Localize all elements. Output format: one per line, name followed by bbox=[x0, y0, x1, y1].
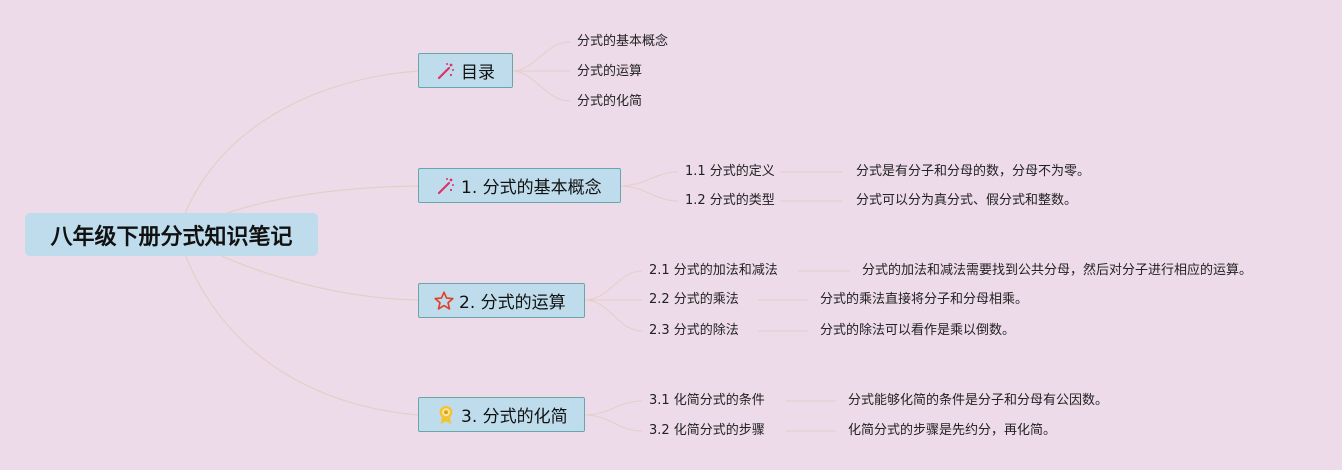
detail-text[interactable]: 分式的除法可以看作是乘以倒数。 bbox=[820, 323, 1016, 338]
topic-simplification[interactable]: 3. 分式的化简 bbox=[418, 397, 585, 432]
topic-contents[interactable]: 目录 bbox=[418, 53, 513, 88]
detail-text[interactable]: 分式的乘法直接将分子和分母相乘。 bbox=[820, 292, 1029, 307]
root-topic[interactable]: 八年级下册分式知识笔记 bbox=[25, 213, 318, 256]
subtopic[interactable]: 3.1 化简分式的条件 bbox=[649, 393, 765, 408]
topic-label: 目录 bbox=[461, 63, 495, 83]
topic-operations[interactable]: 2. 分式的运算 bbox=[418, 283, 585, 318]
topic-label: 2. 分式的运算 bbox=[459, 293, 566, 313]
subtopic[interactable]: 分式的运算 bbox=[577, 64, 643, 79]
star-icon bbox=[433, 290, 455, 312]
subtopic[interactable]: 1.1 分式的定义 bbox=[685, 164, 775, 179]
subtopic[interactable]: 2.2 分式的乘法 bbox=[649, 292, 739, 307]
subtopic[interactable]: 3.2 化简分式的步骤 bbox=[649, 423, 765, 438]
topic-label: 3. 分式的化简 bbox=[461, 407, 568, 427]
detail-text[interactable]: 分式能够化简的条件是分子和分母有公因数。 bbox=[848, 393, 1109, 408]
topic-label: 1. 分式的基本概念 bbox=[461, 178, 602, 198]
detail-text[interactable]: 分式是有分子和分母的数，分母不为零。 bbox=[856, 164, 1091, 179]
detail-text[interactable]: 分式可以分为真分式、假分式和整数。 bbox=[856, 193, 1078, 208]
detail-text[interactable]: 分式的加法和减法需要找到公共分母，然后对分子进行相应的运算。 bbox=[862, 263, 1253, 278]
root-topic-label: 八年级下册分式知识笔记 bbox=[50, 224, 293, 250]
subtopic[interactable]: 分式的基本概念 bbox=[577, 34, 669, 49]
detail-text[interactable]: 化简分式的步骤是先约分，再化简。 bbox=[848, 423, 1057, 438]
subtopic[interactable]: 2.1 分式的加法和减法 bbox=[649, 263, 778, 278]
magic-wand-icon bbox=[435, 175, 457, 197]
topic-basic-concepts[interactable]: 1. 分式的基本概念 bbox=[418, 168, 621, 203]
award-medal-icon bbox=[435, 404, 457, 426]
subtopic[interactable]: 1.2 分式的类型 bbox=[685, 193, 775, 208]
subtopic[interactable]: 2.3 分式的除法 bbox=[649, 323, 739, 338]
subtopic[interactable]: 分式的化简 bbox=[577, 94, 643, 109]
magic-wand-icon bbox=[435, 60, 457, 82]
